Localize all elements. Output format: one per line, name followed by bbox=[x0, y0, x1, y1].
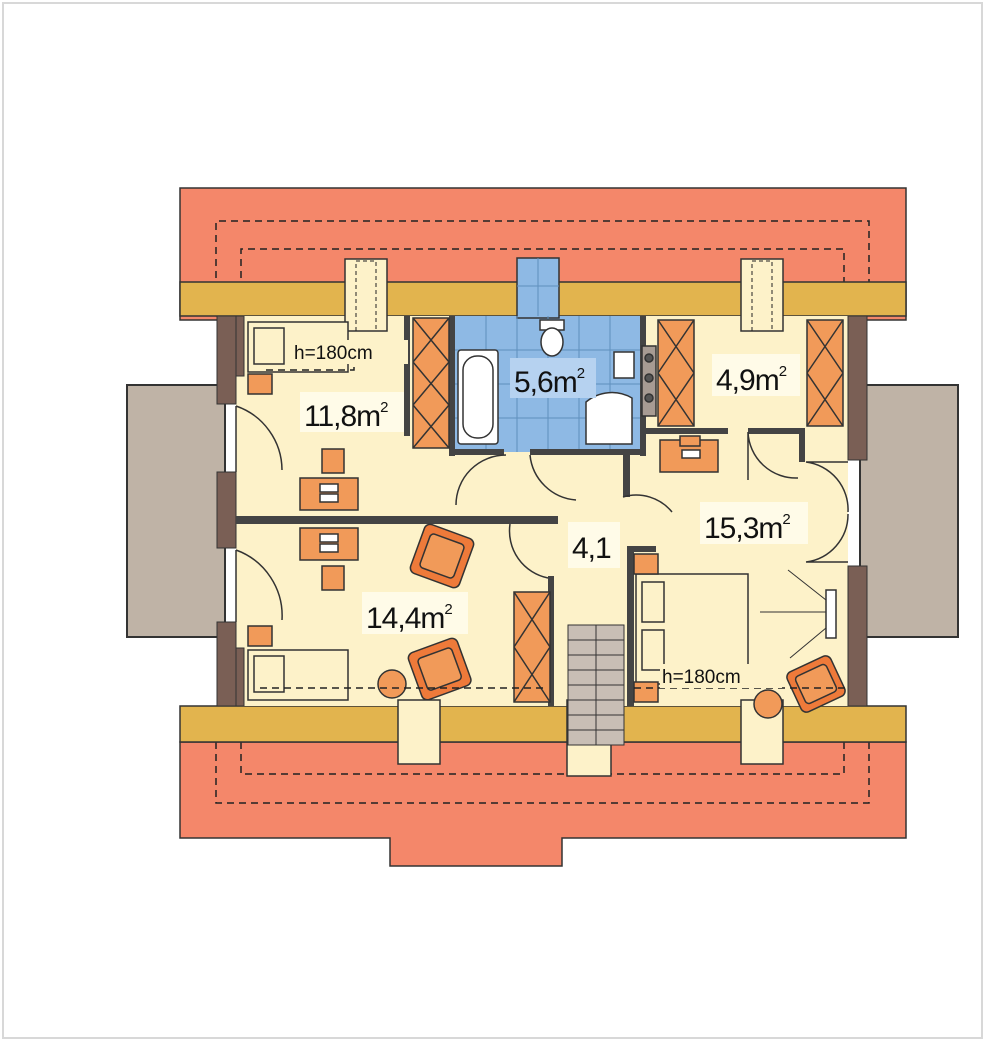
dormer-south-west bbox=[397, 699, 441, 765]
beds bbox=[247, 321, 749, 703]
doors bbox=[235, 405, 849, 622]
dormer-dash-north-west bbox=[355, 260, 377, 331]
label-bg-room-ne bbox=[712, 354, 800, 396]
room-label-sw: 14,4m2 bbox=[366, 601, 452, 635]
height-note-nw: h=180cm bbox=[294, 343, 373, 364]
label-bg-room-nw bbox=[300, 392, 404, 432]
room-label-bedroom-e: 15,3m2 bbox=[704, 511, 790, 545]
dormer-north-east bbox=[740, 258, 784, 332]
wardrobes bbox=[412, 317, 844, 703]
roof-dashed-line-north-outer bbox=[215, 220, 870, 290]
roof-dashed-line-south-outer bbox=[215, 742, 870, 804]
roof-dashed-line-south-inner bbox=[240, 742, 845, 775]
staircase bbox=[567, 624, 625, 746]
room-label-ne-small: 4,9m2 bbox=[716, 363, 787, 397]
armchairs bbox=[377, 523, 846, 719]
desks bbox=[299, 435, 719, 591]
room-label-hall: 4,1 bbox=[572, 532, 611, 565]
dormer-dash-north-east bbox=[751, 260, 773, 331]
walls bbox=[216, 315, 868, 707]
bathroom-fixtures bbox=[457, 319, 657, 445]
room-label-bathroom: 5,6m2 bbox=[514, 365, 585, 399]
sink bbox=[613, 351, 635, 379]
note-bg-nw bbox=[290, 340, 408, 364]
roof-south bbox=[179, 741, 907, 867]
roof-dashed-line-north-inner bbox=[240, 248, 845, 290]
height-note-se: h=180cm bbox=[662, 667, 741, 688]
label-bg-room-sw bbox=[362, 592, 468, 634]
room-label-nw: 11,8m2 bbox=[304, 399, 388, 433]
label-bg-bedroom-e bbox=[700, 502, 808, 544]
note-bg-se bbox=[660, 664, 782, 688]
tv bbox=[760, 569, 837, 659]
eaves-band-south bbox=[179, 705, 907, 743]
label-bg-hall bbox=[568, 522, 620, 568]
dormer-north-west bbox=[344, 258, 388, 332]
balcony-west bbox=[126, 384, 226, 638]
label-bg-bathroom bbox=[510, 358, 596, 398]
shower-tray bbox=[585, 391, 633, 445]
balcony-east bbox=[859, 384, 959, 638]
